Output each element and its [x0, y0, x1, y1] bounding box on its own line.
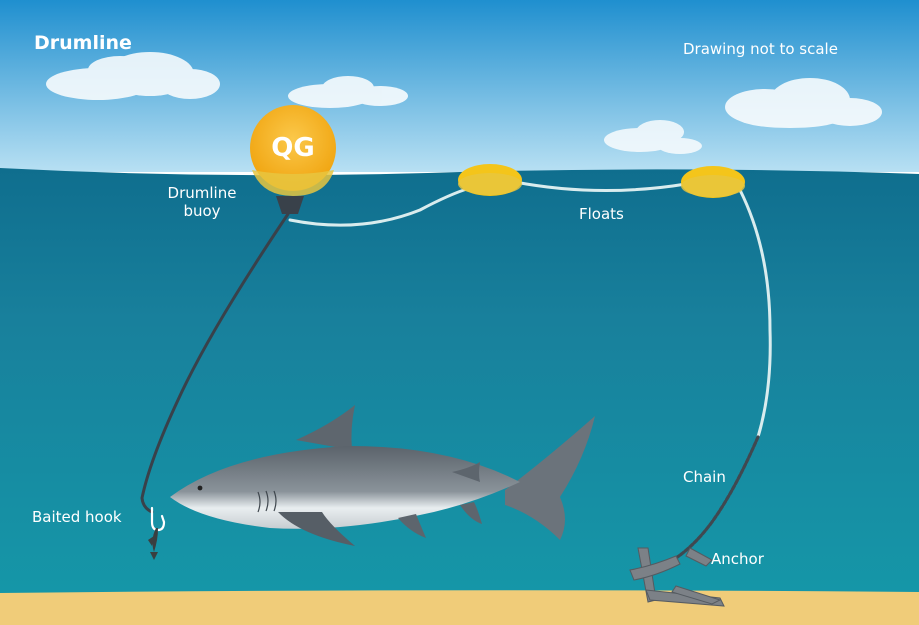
baited-hook-label: Baited hook	[32, 508, 122, 526]
hook-line	[140, 212, 290, 514]
chain-label: Chain	[683, 468, 726, 486]
water	[0, 168, 919, 600]
drumline-buoy	[250, 105, 336, 214]
float-2	[681, 166, 745, 198]
float-1	[458, 164, 522, 196]
shark	[170, 405, 595, 546]
diagram-title: Drumline	[34, 32, 132, 54]
buoy-marking: QG	[271, 133, 315, 163]
anchor-chain	[674, 435, 760, 560]
cloud-small	[604, 120, 702, 154]
baited-hook-icon	[148, 506, 166, 560]
cloud-right	[725, 78, 882, 128]
surface-line	[288, 180, 772, 439]
floats-label: Floats	[579, 205, 624, 223]
cloud-left	[46, 52, 220, 100]
sea-floor	[0, 590, 919, 625]
scale-note: Drawing not to scale	[683, 40, 838, 58]
cloud-center	[288, 76, 408, 108]
anchor-label: Anchor	[711, 550, 764, 568]
anchor-icon	[629, 547, 725, 607]
